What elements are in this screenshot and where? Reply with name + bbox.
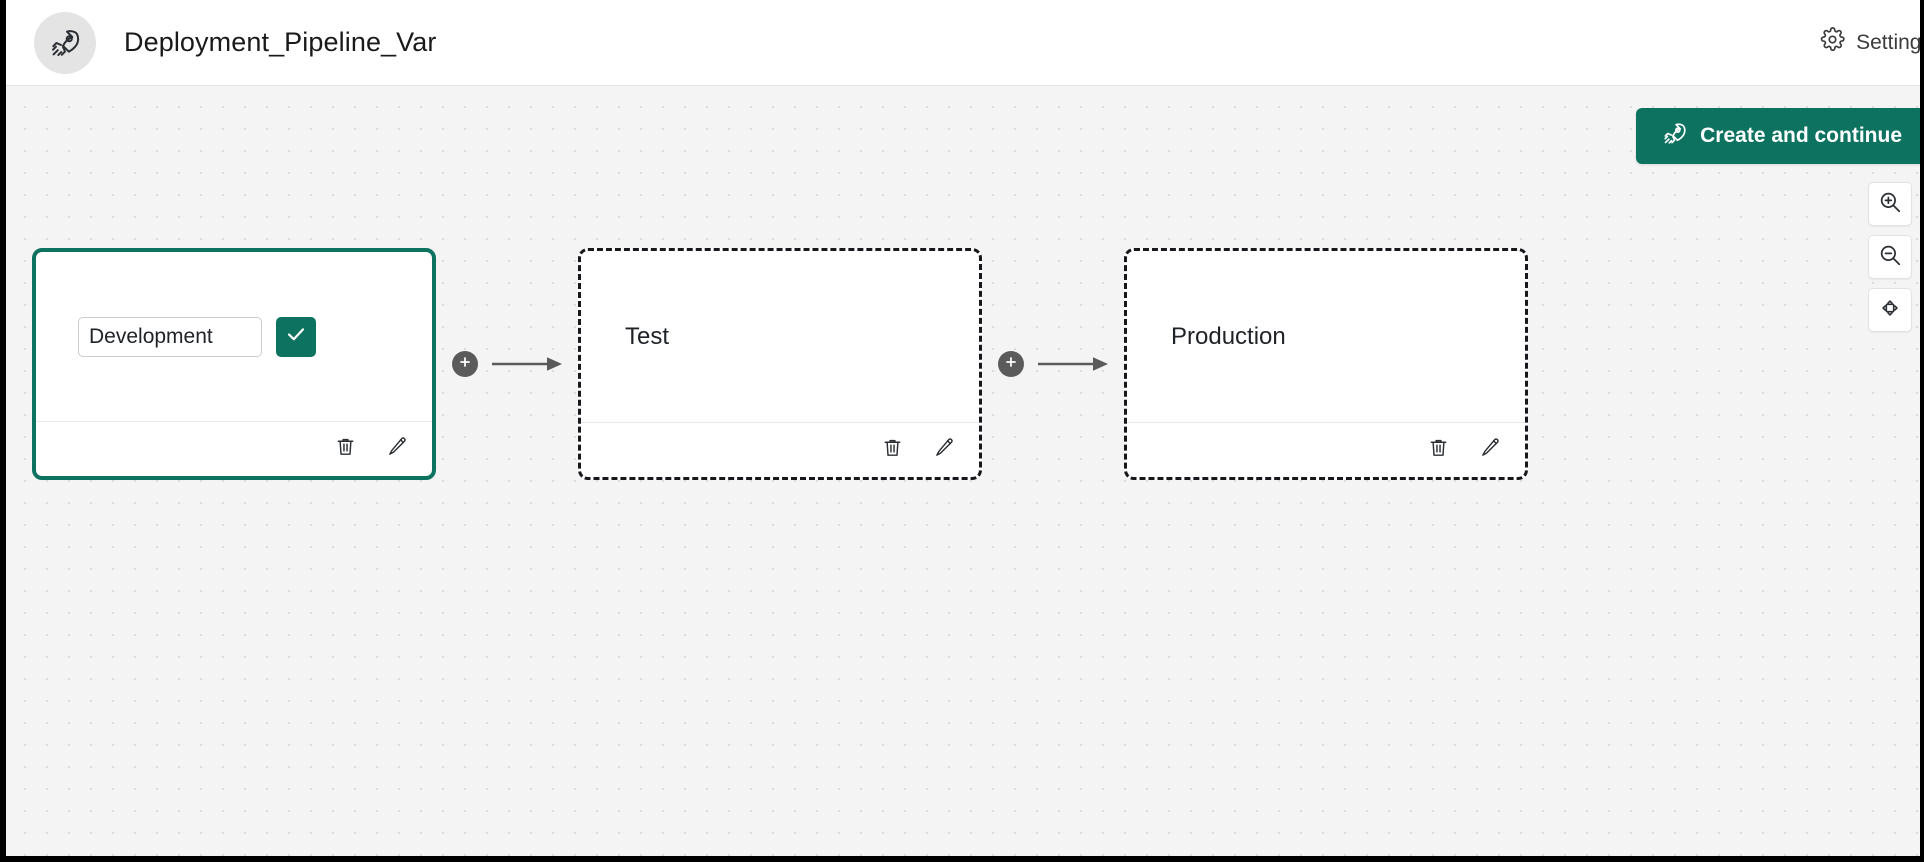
delete-stage-button[interactable]: [1423, 435, 1453, 465]
stage-connector: [436, 351, 578, 377]
trash-icon: [1427, 436, 1450, 464]
stage-card-body: Test: [581, 251, 979, 422]
pipeline-canvas[interactable]: Create and continue: [6, 86, 1920, 856]
plus-icon: [457, 354, 473, 375]
stage-card-footer: [581, 422, 979, 477]
pencil-icon: [1479, 436, 1502, 464]
delete-stage-button[interactable]: [330, 434, 360, 464]
stage-name-label: Test: [625, 322, 670, 350]
zoom-in-button[interactable]: [1868, 182, 1912, 226]
edit-stage-button[interactable]: [1475, 435, 1505, 465]
pipeline-stage-list: Test: [32, 248, 1528, 480]
gear-icon: [1820, 27, 1845, 58]
plus-icon: [1003, 354, 1019, 375]
zoom-out-button[interactable]: [1868, 235, 1912, 279]
arrow-right-icon: [492, 357, 562, 371]
edit-stage-button[interactable]: [929, 435, 959, 465]
stage-connector: [982, 351, 1124, 377]
settings-button[interactable]: Settings: [1820, 27, 1922, 58]
pencil-icon: [933, 436, 956, 464]
rocket-icon: [34, 11, 96, 74]
stage-card-production[interactable]: Production: [1124, 248, 1528, 480]
stage-card-body: [36, 252, 432, 421]
trash-icon: [881, 436, 904, 464]
stage-name-label: Production: [1171, 322, 1286, 350]
stage-card-footer: [36, 421, 432, 476]
arrow-right-icon: [1038, 357, 1108, 371]
stage-name-input[interactable]: [78, 316, 262, 357]
stage-card-body: Production: [1127, 251, 1525, 422]
create-and-continue-button[interactable]: Create and continue: [1636, 108, 1920, 164]
stage-card-test[interactable]: Test: [578, 248, 982, 480]
settings-label: Settings: [1856, 30, 1922, 54]
edit-stage-button[interactable]: [382, 434, 412, 464]
fit-to-screen-button[interactable]: [1868, 288, 1912, 332]
delete-stage-button[interactable]: [877, 435, 907, 465]
zoom-in-icon: [1877, 189, 1903, 220]
fit-screen-icon: [1877, 295, 1903, 326]
rocket-icon: [1662, 121, 1687, 152]
zoom-out-icon: [1877, 242, 1903, 273]
app-header: Deployment_Pipeline_Var Settings: [6, 0, 1920, 86]
trash-icon: [334, 435, 357, 463]
stage-card-footer: [1127, 422, 1525, 477]
add-stage-button[interactable]: [452, 351, 478, 377]
page-title: Deployment_Pipeline_Var: [124, 27, 437, 57]
check-icon: [284, 322, 308, 351]
confirm-stage-name-button[interactable]: [276, 316, 316, 357]
stage-card-development[interactable]: [32, 248, 436, 480]
canvas-controls: [1868, 182, 1912, 332]
pencil-icon: [386, 435, 409, 463]
add-stage-button[interactable]: [998, 351, 1024, 377]
create-and-continue-label: Create and continue: [1700, 124, 1902, 147]
